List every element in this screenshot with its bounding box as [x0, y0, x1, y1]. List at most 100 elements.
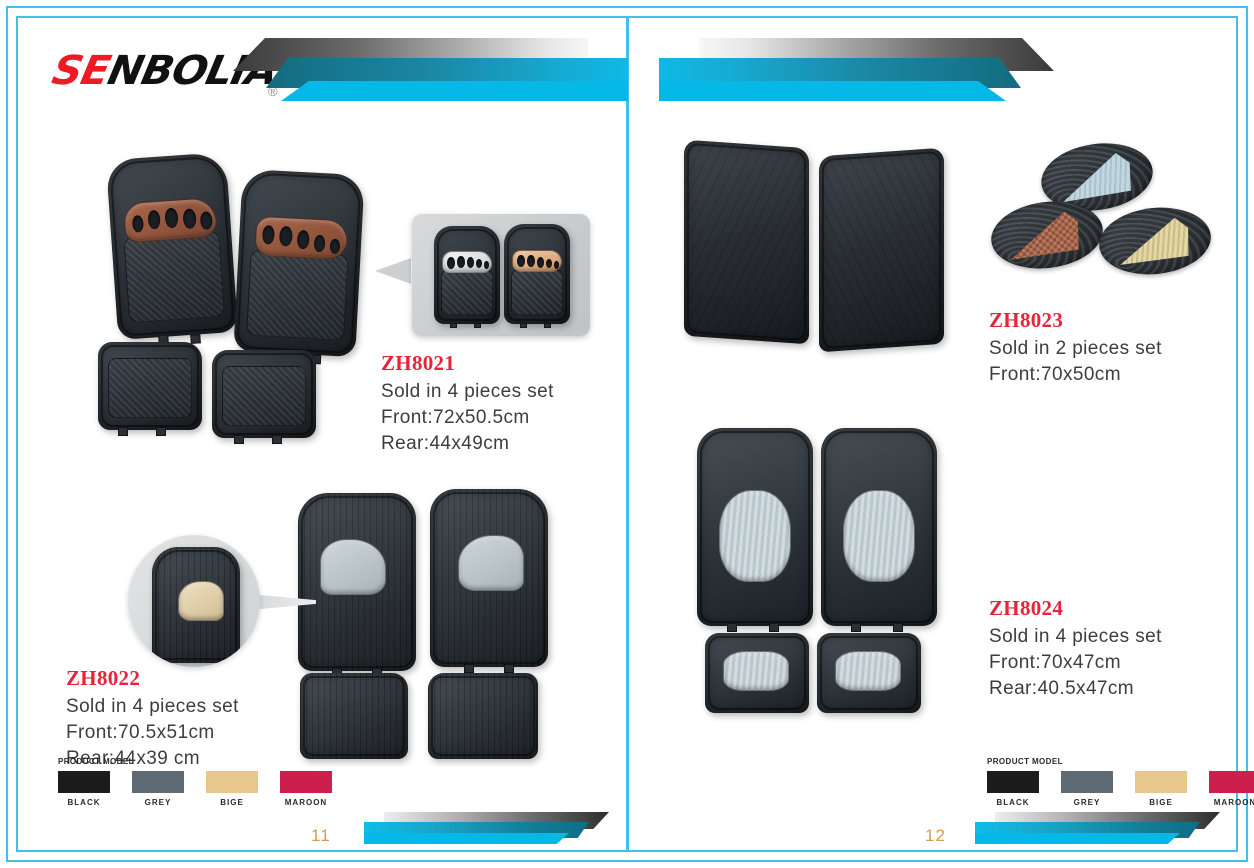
- legend-item-bige: BIGE: [206, 771, 258, 807]
- legend-item-black: BLACK: [987, 771, 1039, 807]
- footer-banner-right: [975, 812, 1220, 846]
- swatch-label: MAROON: [1213, 798, 1254, 807]
- mat-insert-panel: [719, 490, 791, 582]
- mat-front-right: [233, 168, 365, 365]
- swatch-label: MAROON: [284, 798, 328, 807]
- header-banner-left: [233, 34, 628, 106]
- swatch-maroon: [1209, 771, 1254, 793]
- banner-cyan-stripe: [281, 81, 628, 101]
- swatch-grey: [1061, 771, 1113, 793]
- legend-item-maroon: MAROON: [1209, 771, 1254, 807]
- product-rear-size: Rear:44x39 cm: [66, 748, 201, 769]
- page-number-right: 12: [925, 826, 946, 845]
- color-legend-left: PRODUCT MODEL BLACK GREY BIGE MAROON: [58, 757, 332, 807]
- variant-insert-white: [442, 251, 492, 273]
- swatch-black: [58, 771, 110, 793]
- product-front-size: Front:70.5x51cm: [66, 722, 215, 743]
- legend-item-black: BLACK: [58, 771, 110, 807]
- swatch-label: BLACK: [67, 798, 101, 807]
- product-info-zh8023: ZH8023 Sold in 2 pieces set Front:70x50c…: [989, 308, 1162, 388]
- footer-cyan-stripe: [975, 833, 1180, 844]
- header-banner-right: [659, 34, 1054, 106]
- mat-insert-panel: [122, 196, 218, 244]
- mat-insert-panel: [320, 539, 386, 595]
- inset-circle-zh8022-detail: [128, 535, 260, 667]
- product-set-info: Sold in 2 pieces set: [989, 338, 1162, 359]
- color-legend-right: PRODUCT MODEL BLACK GREY BIGE MAROON: [987, 757, 1254, 807]
- mat-front-right: [821, 428, 937, 632]
- inset-panel-zh8021-variants: [412, 214, 590, 336]
- mat-front-right: [430, 489, 548, 673]
- swatch-bige: [1135, 771, 1187, 793]
- legend-swatch-row: BLACK GREY BIGE MAROON: [58, 771, 332, 807]
- registered-trademark-icon: ®: [268, 84, 278, 99]
- mat-rear-left: [705, 633, 809, 713]
- detail-insert-beige: [178, 581, 224, 621]
- mat-insert-panel: [458, 535, 524, 591]
- product-set-info: Sold in 4 pieces set: [989, 626, 1162, 647]
- swatch-label: GREY: [144, 798, 172, 807]
- product-front-size: Front:70x50cm: [989, 364, 1121, 385]
- brand-logo: SENBOLIA ®: [48, 48, 282, 99]
- outer-border: [6, 6, 1248, 862]
- inset-callout-arrow: [375, 258, 411, 284]
- product-rear-size: Rear:44x49cm: [381, 433, 510, 454]
- page-number-left: 11: [311, 826, 331, 845]
- product-code: ZH8024: [989, 596, 1064, 620]
- mat-insert-panel: [723, 651, 789, 691]
- product-rear-size: Rear:40.5x47cm: [989, 678, 1135, 699]
- product-set-info: Sold in 4 pieces set: [381, 381, 554, 402]
- swatch-black: [987, 771, 1039, 793]
- product-info-zh8022: ZH8022 Sold in 4 pieces set Front:70.5x5…: [66, 666, 239, 772]
- mat-insert-panel: [835, 651, 901, 691]
- detail-mat: [152, 547, 240, 663]
- mat-insert-panel: [254, 215, 349, 261]
- legend-item-grey: GREY: [1061, 771, 1113, 807]
- product-front-size: Front:72x50.5cm: [381, 407, 530, 428]
- product-photo-zh8023: [664, 128, 994, 358]
- product-info-zh8024: ZH8024 Sold in 4 pieces set Front:70x47c…: [989, 596, 1162, 702]
- product-code: ZH8023: [989, 308, 1064, 332]
- mat-insert-panel: [843, 490, 915, 582]
- legend-item-maroon: MAROON: [280, 771, 332, 807]
- product-code: ZH8021: [381, 351, 456, 375]
- page-left: SENBOLIA ®: [18, 18, 628, 850]
- variant-insert-tan: [512, 250, 562, 272]
- mat-rear-right: [428, 673, 538, 759]
- variant-mat-white: [434, 226, 500, 328]
- swatch-label: BIGE: [1149, 798, 1173, 807]
- mat-rear-left: [300, 673, 408, 759]
- swatch-maroon: [280, 771, 332, 793]
- legend-item-bige: BIGE: [1135, 771, 1187, 807]
- mat-rear-right: [212, 350, 316, 444]
- product-front-size: Front:70x47cm: [989, 652, 1121, 673]
- center-divider: [626, 18, 629, 850]
- legend-swatch-row: BLACK GREY BIGE MAROON: [987, 771, 1254, 807]
- product-code: ZH8022: [66, 666, 141, 690]
- product-info-zh8021: ZH8021 Sold in 4 pieces set Front:72x50.…: [381, 351, 554, 457]
- swatch-label: GREY: [1073, 798, 1101, 807]
- logo-text-red: SE: [48, 48, 114, 94]
- page-right: ZH8023 Sold in 2 pieces set Front:70x50c…: [629, 18, 1254, 850]
- mat-front-left: [697, 428, 813, 632]
- mat-front-right: [819, 147, 944, 353]
- product-set-info: Sold in 4 pieces set: [66, 696, 239, 717]
- product-photo-zh8022: [280, 473, 610, 759]
- swatch-label: BLACK: [996, 798, 1030, 807]
- legend-title: PRODUCT MODEL: [58, 757, 134, 766]
- variant-mat-tan: [504, 224, 570, 328]
- swatch-bige: [206, 771, 258, 793]
- oval-swatch-beige: [1095, 202, 1215, 280]
- mat-front-left: [105, 152, 239, 345]
- legend-title: PRODUCT MODEL: [987, 757, 1063, 766]
- mat-front-left: [684, 139, 809, 345]
- product-photo-zh8021: [90, 136, 420, 444]
- legend-item-grey: GREY: [132, 771, 184, 807]
- banner-cyan-stripe: [659, 81, 1006, 101]
- swatch-grey: [132, 771, 184, 793]
- mat-rear-right: [817, 633, 921, 713]
- mat-rear-left: [98, 342, 202, 436]
- product-photo-zh8024: [687, 418, 1027, 723]
- footer-cyan-stripe: [364, 833, 569, 844]
- swatch-label: BIGE: [220, 798, 244, 807]
